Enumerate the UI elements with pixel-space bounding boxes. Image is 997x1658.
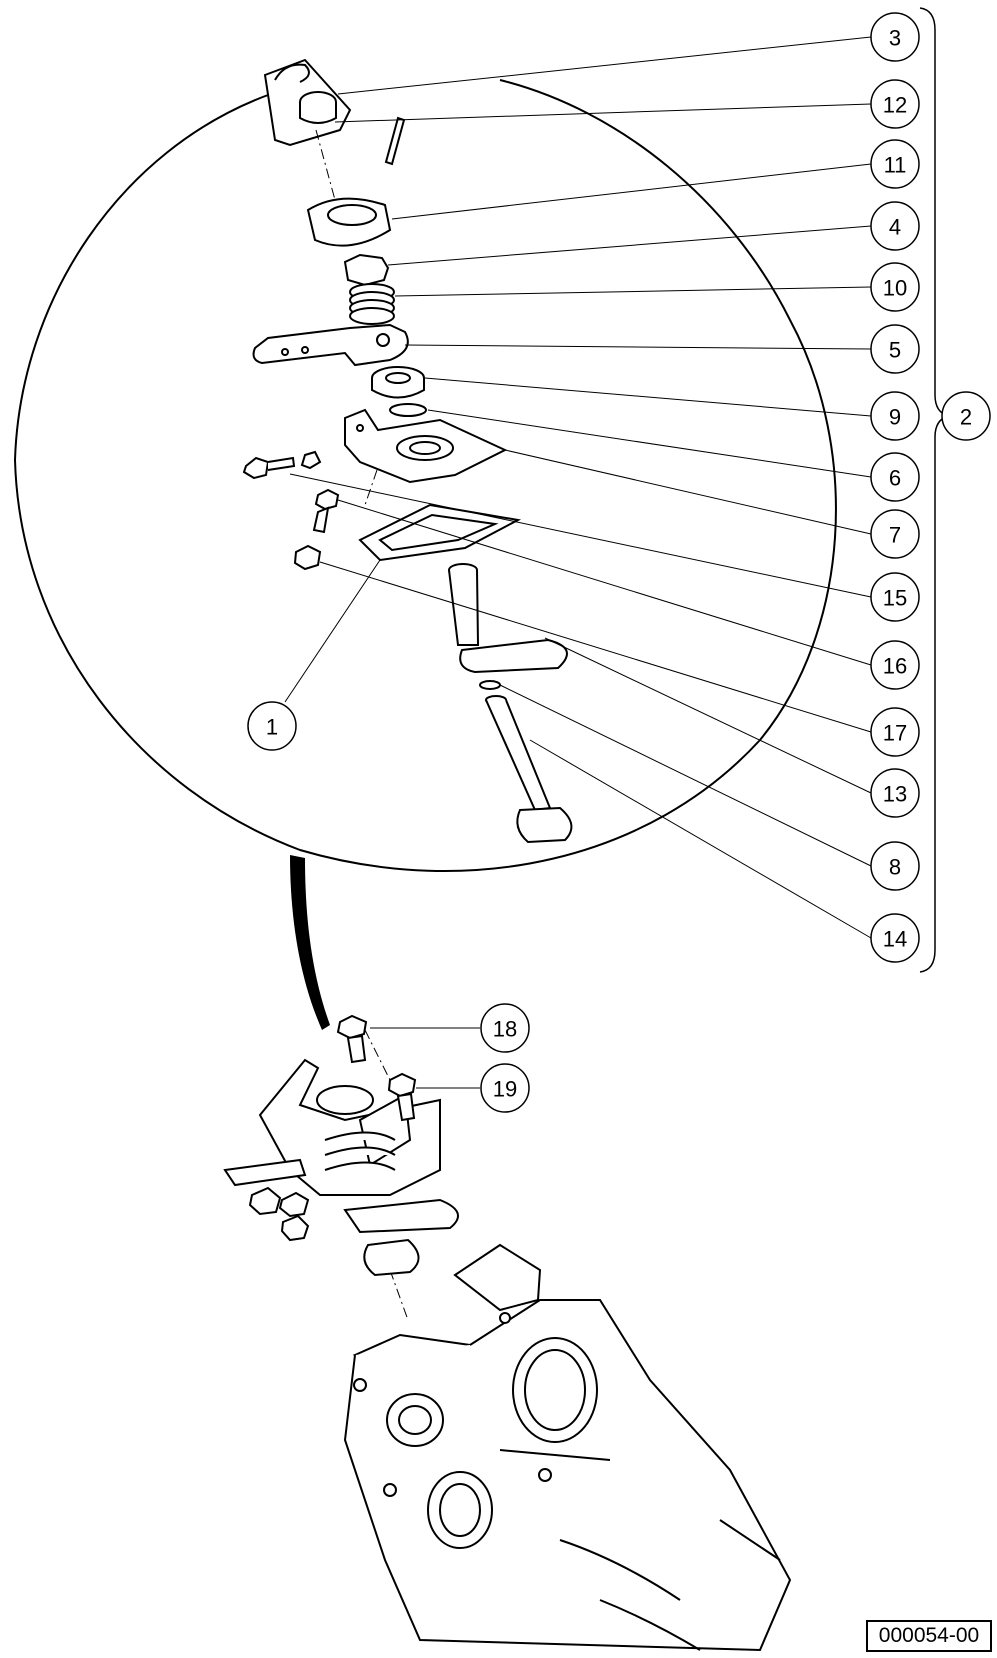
callout-9: 9 <box>889 405 901 430</box>
callout-5: 5 <box>889 338 901 363</box>
callout-4: 4 <box>889 215 901 240</box>
callout-17-circle <box>870 707 920 757</box>
callout-2: 2 <box>960 405 972 430</box>
callout-14: 14 <box>883 927 907 952</box>
part-17-bolt <box>293 544 322 571</box>
callout-19-circle <box>480 1063 530 1113</box>
callout-16-circle <box>870 640 920 690</box>
callout-11: 11 <box>884 153 907 178</box>
callout-1: 1 <box>266 715 278 740</box>
callout-15-circle <box>870 572 920 622</box>
callout-14-circle <box>870 913 920 963</box>
callout-19: 19 <box>493 1077 517 1102</box>
part-12-roll-pin <box>384 116 406 166</box>
callout-12: 12 <box>883 93 907 118</box>
callout-11-circle <box>870 139 920 189</box>
callout-10: 10 <box>883 276 907 301</box>
callout-10-circle <box>870 262 920 312</box>
callout-16: 16 <box>883 654 907 679</box>
part-8-o-ring <box>479 680 501 690</box>
part-11-boot <box>306 197 392 247</box>
part-19-bolt <box>387 1072 417 1122</box>
part-7-housing <box>344 408 508 484</box>
callout-17: 17 <box>883 721 907 746</box>
part-9-bushing <box>371 366 425 399</box>
callout-8-circle <box>870 841 920 891</box>
callout-18-circle <box>480 1003 530 1053</box>
callout-1-circle <box>247 701 297 751</box>
part-4-nut <box>343 253 390 287</box>
callout-5-circle <box>870 324 920 374</box>
part-13-shift-shaft <box>448 563 568 674</box>
leader-lines <box>284 36 872 1089</box>
callout-4-circle <box>870 201 920 251</box>
detail-pointer-arrow <box>290 855 330 1030</box>
callout-7: 7 <box>889 523 901 548</box>
part-15-bolt <box>242 450 322 480</box>
callout-12-circle <box>870 79 920 129</box>
group-brace <box>919 7 951 973</box>
callout-7-circle <box>870 509 920 559</box>
assembled-shift-mechanism <box>223 1058 459 1277</box>
callout-13: 13 <box>883 782 907 807</box>
callout-13-circle <box>870 768 920 818</box>
callout-3: 3 <box>889 26 901 51</box>
callout-2-circle <box>941 391 991 441</box>
callout-9-circle <box>870 391 920 441</box>
transaxle-housing <box>343 1243 792 1652</box>
part-10-spring <box>349 283 395 325</box>
callout-6: 6 <box>889 466 901 491</box>
detail-magnifier-circle <box>13 79 837 872</box>
part-14-shaft <box>485 695 573 844</box>
callout-15: 15 <box>883 586 907 611</box>
figure-id-label: 000054-00 <box>866 1620 992 1652</box>
part-16-nut <box>312 488 340 534</box>
callout-18: 18 <box>493 1017 517 1042</box>
part-3-shift-fork-bracket <box>263 58 352 147</box>
part-18-bolt <box>336 1014 368 1064</box>
callout-6-circle <box>870 452 920 502</box>
callout-8: 8 <box>889 855 901 880</box>
part-5-lever <box>252 323 409 367</box>
callout-3-circle <box>870 12 920 62</box>
part-6-o-ring <box>389 403 427 417</box>
part-gasket <box>358 503 522 562</box>
